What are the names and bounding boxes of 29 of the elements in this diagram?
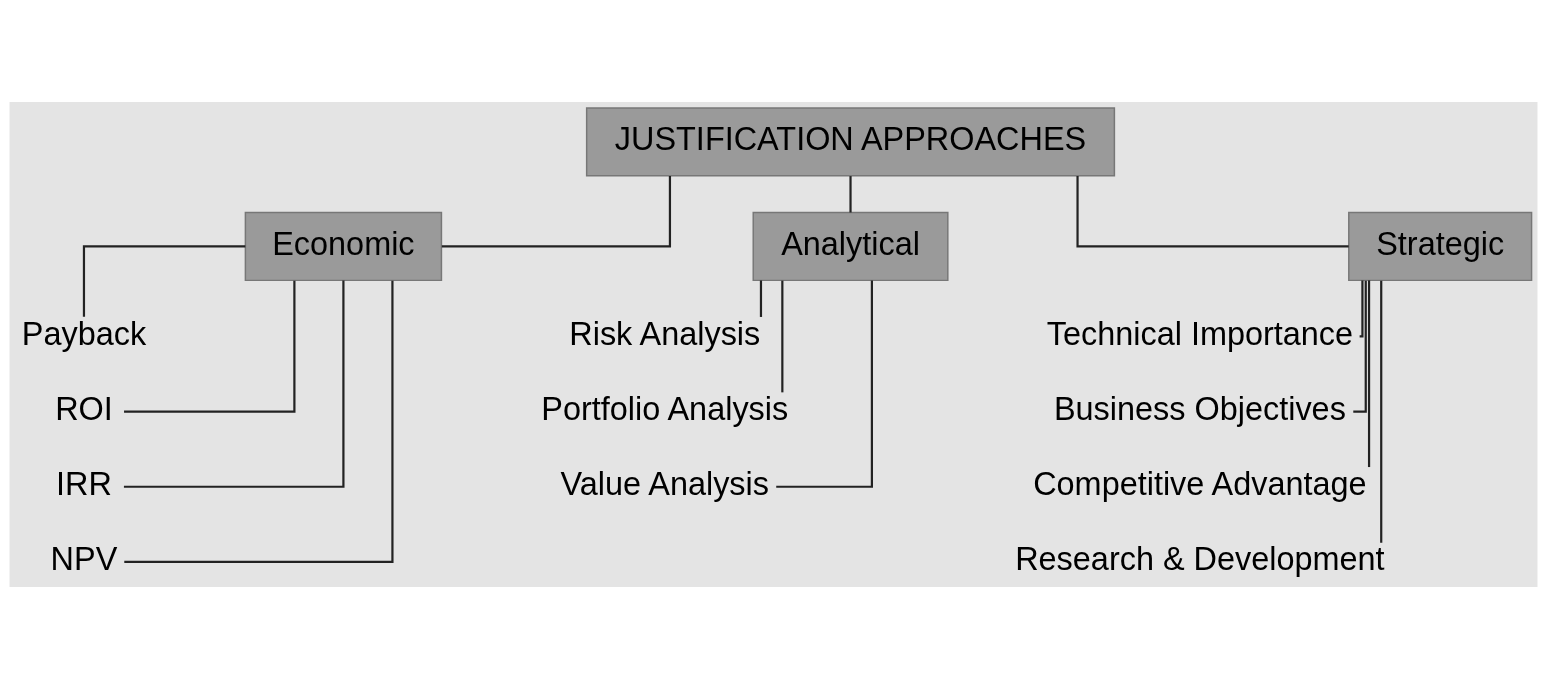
node-text: NPV [50,541,118,578]
connector [781,280,784,393]
node-box: JUSTIFICATION APPROACHES [585,107,1116,177]
connector [759,280,763,317]
connector [124,280,296,413]
node-text: IRR [56,466,112,503]
connector [123,280,345,488]
node-text: Competitive Advantage [1033,466,1367,503]
node-text: Technical Importance [1046,315,1354,352]
connector [776,280,873,488]
node-text: Risk Analysis [569,315,761,352]
connector [124,280,394,564]
connector [1380,280,1383,543]
connector [82,245,246,317]
node-text: ROI [55,390,113,427]
node-box: Analytical [752,211,949,282]
connector [1076,176,1349,248]
connector [441,176,672,248]
connector [1353,280,1367,413]
node-box: Strategic [1348,211,1533,282]
connector [1367,280,1371,468]
node-text: Payback [21,315,147,352]
node-text: Portfolio Analysis [541,390,789,427]
connector [1359,280,1364,338]
node-text: Business Objectives [1053,390,1346,427]
node-text: Value Analysis [560,466,770,503]
node-text: Research & Development [1015,541,1385,578]
connector [849,176,852,213]
node-box: Economic [244,211,443,282]
